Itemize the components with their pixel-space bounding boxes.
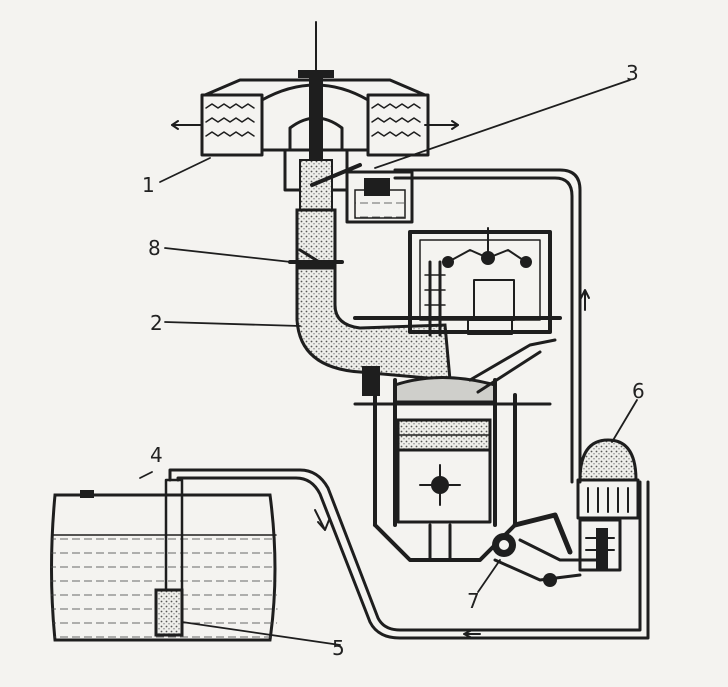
label-1: 1 [142, 173, 155, 197]
carburettor [283, 148, 414, 224]
leader-lines [139, 79, 638, 646]
label-5: 5 [332, 636, 345, 660]
label-7: 7 [467, 589, 480, 613]
label-4: 4 [150, 443, 163, 467]
fuel-lines [168, 168, 650, 640]
fuel-filter [576, 438, 640, 520]
fuel-pump [492, 512, 622, 587]
label-8: 8 [148, 236, 161, 260]
air-filter [171, 21, 459, 162]
fuel-tank [50, 478, 278, 642]
intake-manifold [295, 266, 452, 382]
label-3: 3 [626, 61, 639, 85]
engine-block [353, 227, 562, 562]
intake-throat [288, 208, 344, 272]
label-6: 6 [632, 379, 645, 403]
label-2: 2 [150, 311, 163, 335]
